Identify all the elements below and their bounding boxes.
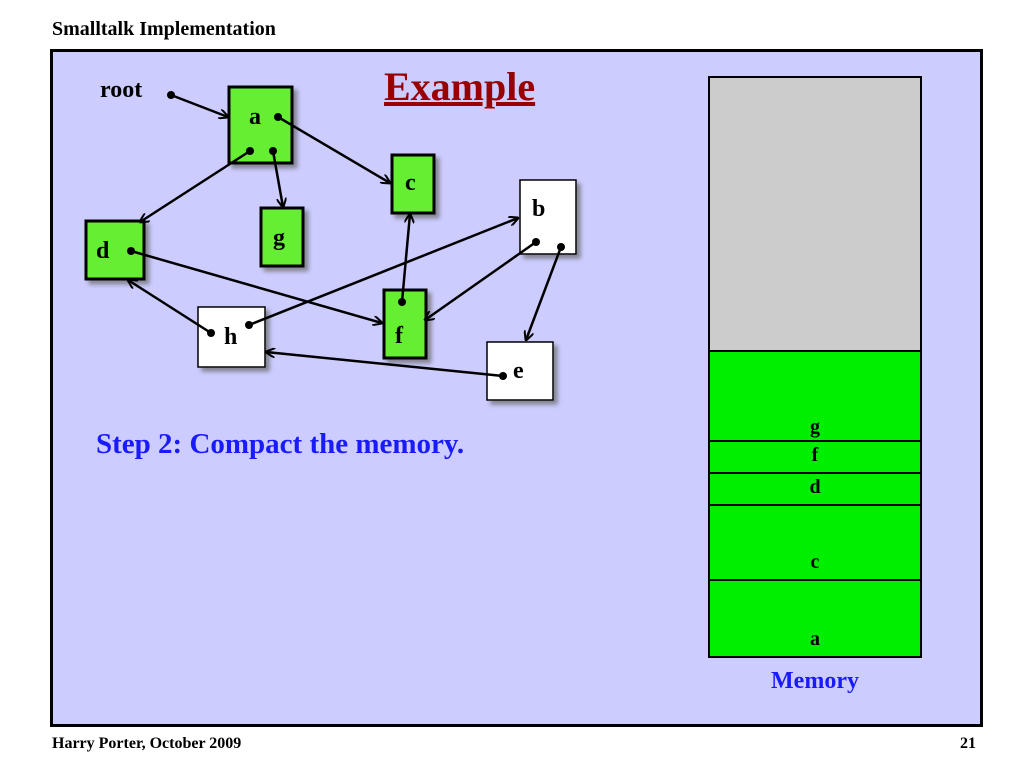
slide-title: Example: [384, 64, 536, 109]
svg-text:b: b: [532, 196, 545, 222]
pointer-dot-b-2: [557, 243, 565, 251]
svg-text:a: a: [249, 104, 261, 130]
pointer-dot-d: [127, 247, 135, 255]
edge-a-c: [277, 115, 390, 183]
svg-text:f: f: [395, 323, 404, 349]
page-number: 21: [960, 735, 976, 752]
memory-label-d: d: [809, 476, 820, 498]
edge-e-h: [266, 352, 504, 378]
edge-f-c: [400, 214, 410, 303]
pointer-dot-b-1: [532, 238, 540, 246]
node-e: e: [486, 341, 554, 401]
memory-block-g: [708, 350, 922, 442]
pointer-dot-a-1: [274, 113, 282, 121]
svg-text:d: d: [96, 238, 110, 264]
pointer-dot-h-2: [245, 321, 253, 329]
pointer-dot-a-3: [269, 147, 277, 155]
root-label: root: [100, 77, 142, 103]
node-d: d: [84, 219, 146, 281]
node-g: g: [259, 206, 305, 268]
edge-d-f: [130, 249, 382, 323]
memory-free-region: [708, 76, 922, 352]
pointer-dot-e: [499, 372, 507, 380]
edge-b-e: [526, 246, 563, 340]
node-b: b: [519, 179, 577, 255]
memory-block-d: [708, 472, 922, 506]
memory-label-g: g: [810, 416, 820, 438]
edge-a-g: [271, 150, 283, 207]
memory-caption: Memory: [771, 668, 859, 694]
edge-h-d: [128, 280, 212, 335]
svg-text:h: h: [224, 324, 237, 350]
header-title: Smalltalk Implementation: [52, 18, 276, 40]
svg-text:c: c: [405, 170, 416, 196]
memory-block-c: [708, 504, 922, 581]
node-a: a: [227, 85, 294, 165]
edge-b-f: [425, 240, 537, 320]
pointer-dot-h-1: [207, 329, 215, 337]
memory-block-a: [708, 579, 922, 658]
svg-text:g: g: [273, 225, 285, 251]
edge-a-d: [140, 149, 251, 222]
memory-column: g f d c a: [708, 76, 922, 658]
memory-label-f: f: [812, 444, 819, 466]
node-c: c: [390, 153, 436, 215]
edge-h-b: [248, 218, 518, 327]
edge-root-a: [170, 93, 228, 117]
memory-label-c: c: [811, 551, 820, 573]
node-h: h: [197, 306, 266, 368]
step-description: Step 2: Compact the memory.: [96, 428, 465, 460]
svg-text:e: e: [513, 358, 524, 384]
pointer-dot-f: [398, 298, 406, 306]
footer-author-date: Harry Porter, October 2009: [52, 735, 242, 752]
pointer-dot-a-2: [246, 147, 254, 155]
pointer-dot-root: [167, 91, 175, 99]
memory-label-a: a: [810, 628, 820, 650]
